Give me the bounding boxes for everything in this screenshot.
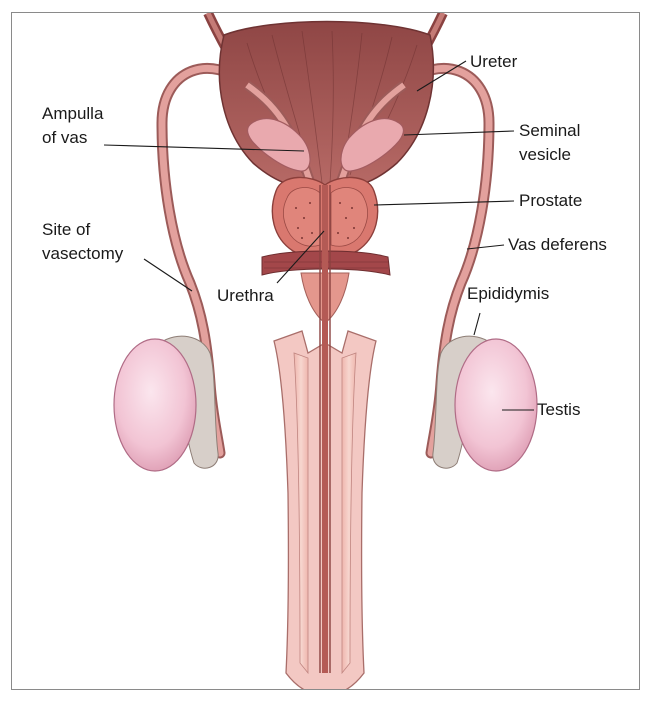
diagram-frame: Ureter Ampulla of vas Seminal vesicle Pr… xyxy=(11,12,640,690)
testis-left xyxy=(114,339,196,471)
label-site-line2: vasectomy xyxy=(42,243,123,264)
label-site-line1: Site of xyxy=(42,219,90,240)
label-testis: Testis xyxy=(537,399,580,420)
testis-right xyxy=(455,339,537,471)
label-seminal-line2: vesicle xyxy=(519,144,571,165)
label-vas-deferens: Vas deferens xyxy=(508,234,607,255)
label-seminal-line1: Seminal xyxy=(519,120,580,141)
label-ampulla-line2: of vas xyxy=(42,127,87,148)
leader-prostate xyxy=(374,201,514,205)
label-ureter: Ureter xyxy=(470,51,517,72)
anatomy-illustration xyxy=(12,13,639,689)
leader-epididymis xyxy=(474,313,480,335)
bladder xyxy=(219,22,433,190)
label-ampulla-line1: Ampulla xyxy=(42,103,103,124)
label-prostate: Prostate xyxy=(519,190,582,211)
leader-seminal xyxy=(404,131,514,135)
label-urethra: Urethra xyxy=(217,285,274,306)
label-epididymis: Epididymis xyxy=(467,283,549,304)
